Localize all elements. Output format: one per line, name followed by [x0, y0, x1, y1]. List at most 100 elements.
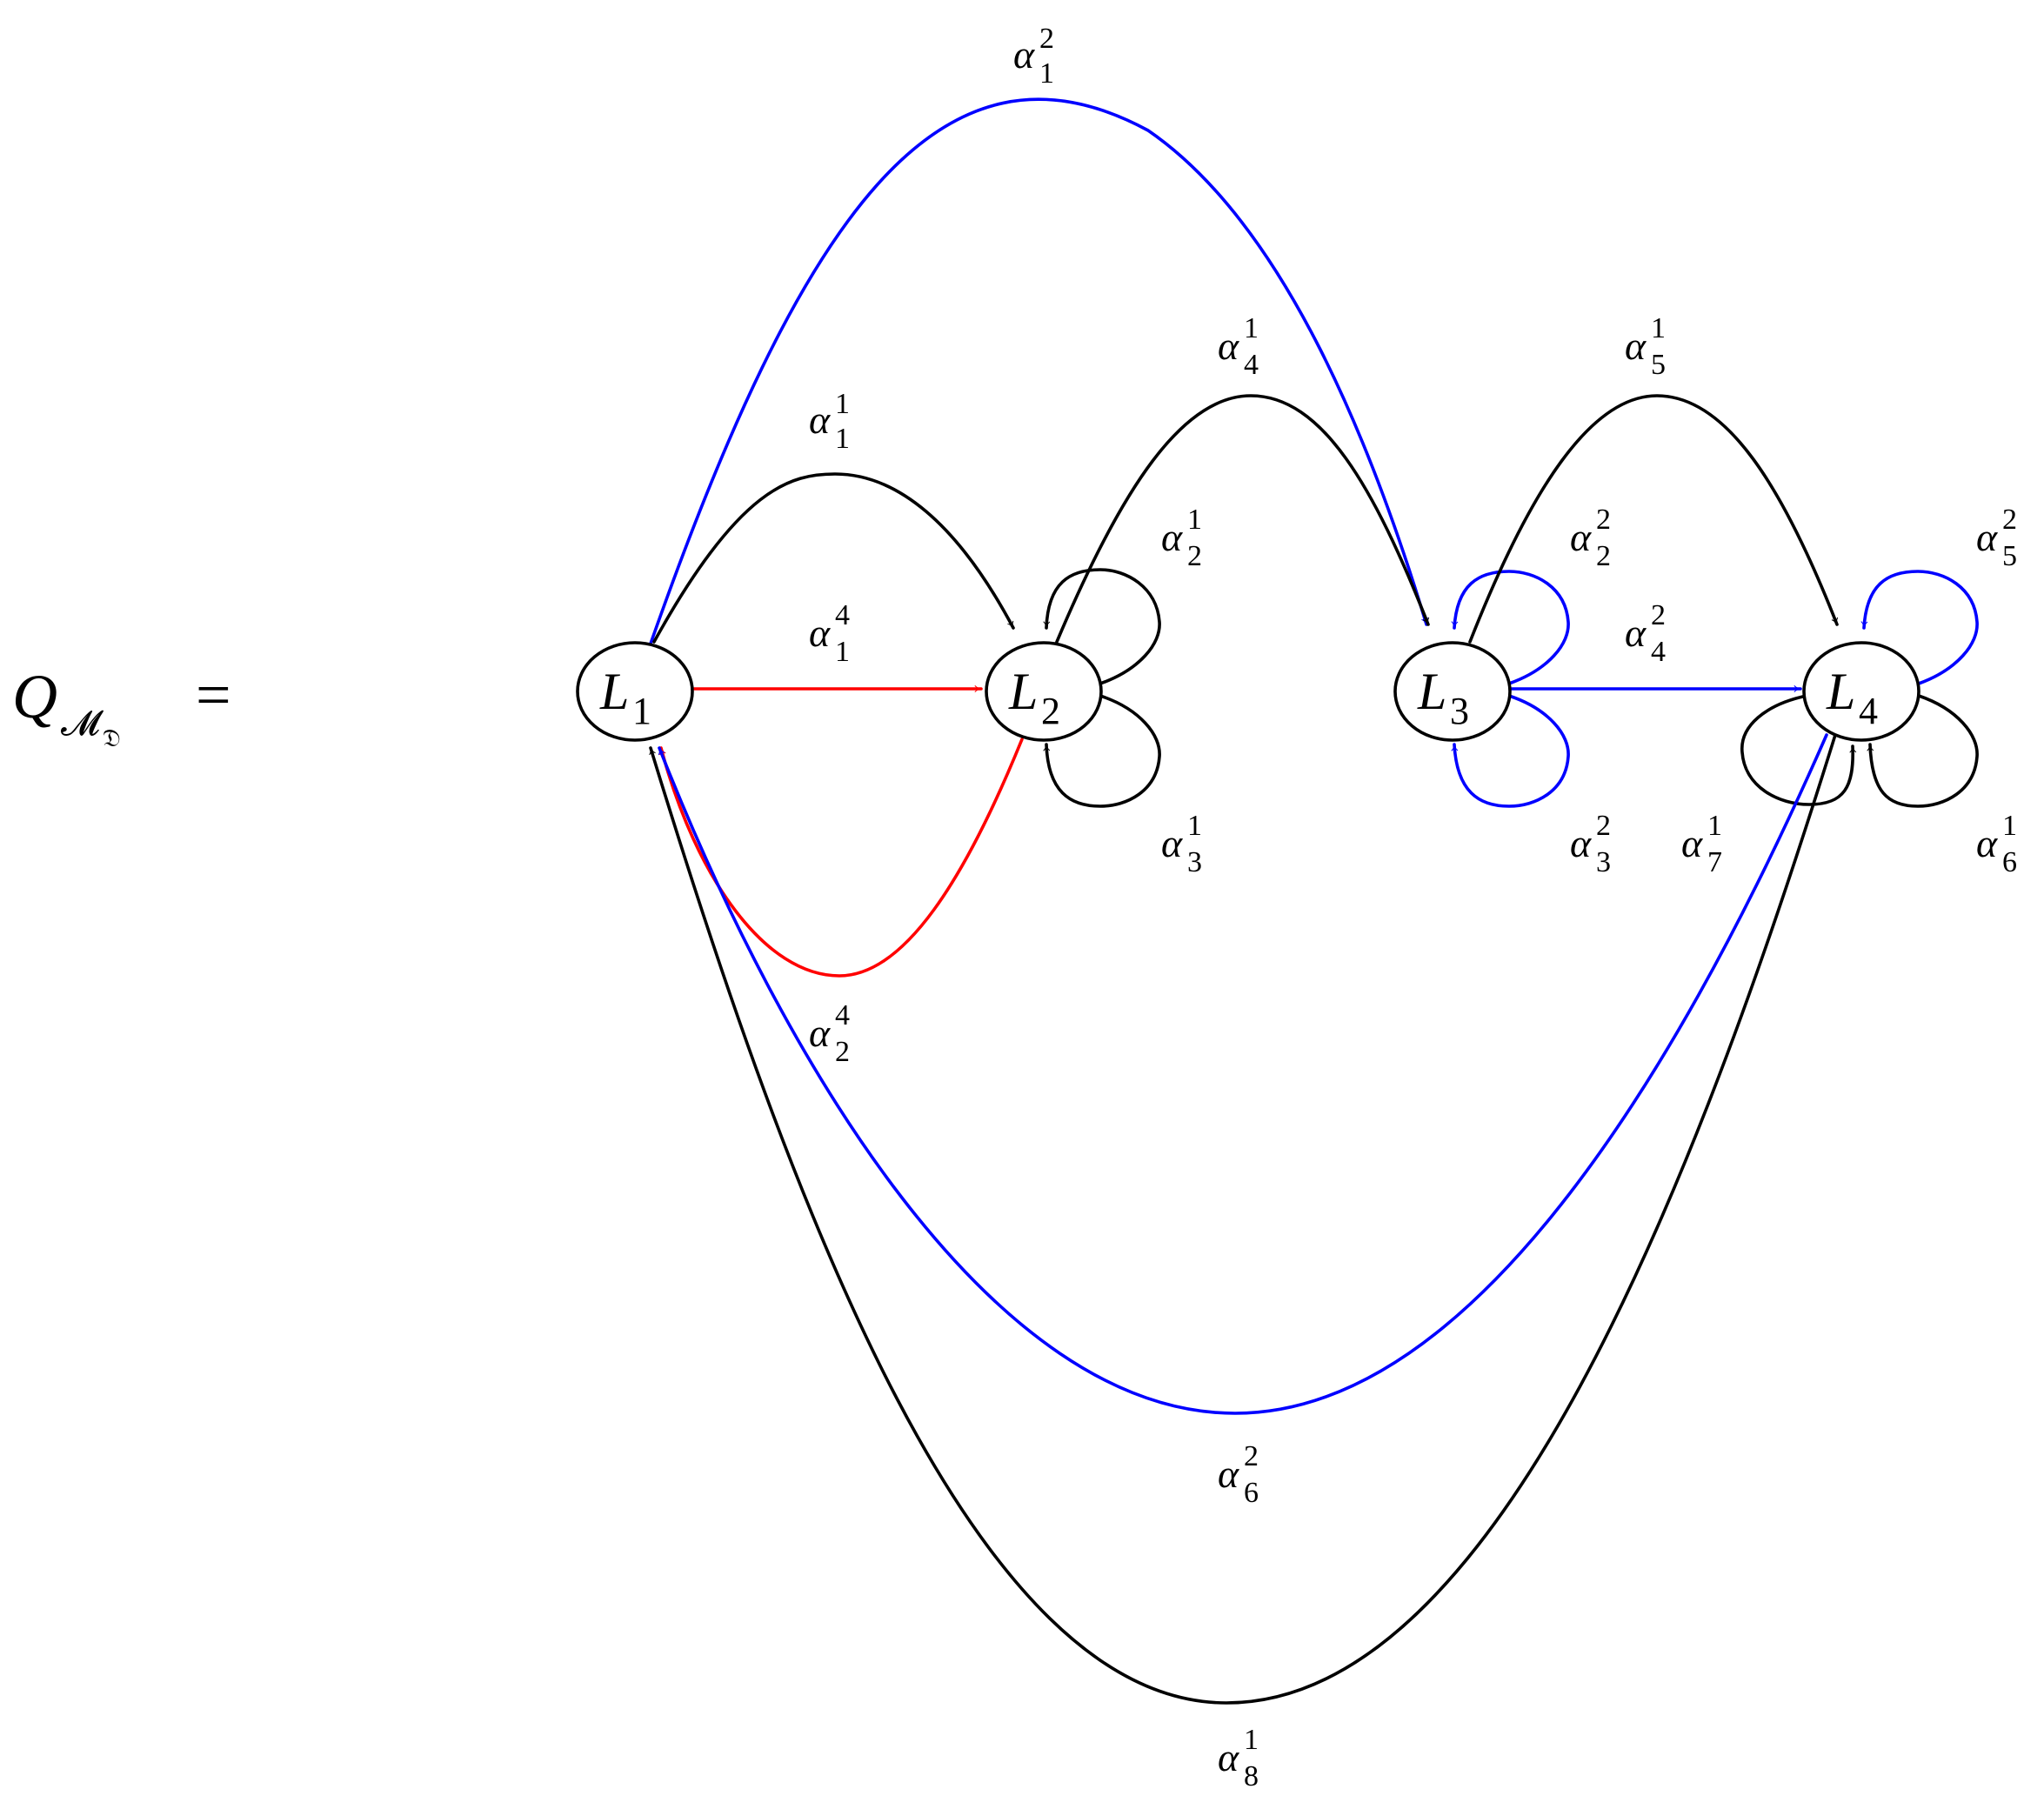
label-alpha-5-1-sup: 1: [1651, 312, 1666, 344]
label-alpha-6-2-sup: 2: [1244, 1440, 1259, 1472]
label-alpha-6-2-symbol: α: [1218, 1452, 1239, 1496]
edge-alpha-3-1: [1043, 694, 1161, 808]
node-L4-letter: L: [1826, 663, 1855, 720]
label-alpha-7-1-symbol: α: [1681, 821, 1703, 865]
quiver-equation: Q 𝓜 𝔇 =: [12, 660, 231, 752]
label-alpha-4-2-sub: 4: [1651, 636, 1666, 668]
equation-subscript-d: 𝔇: [103, 725, 121, 752]
label-alpha-3-2-symbol: α: [1570, 821, 1592, 865]
label-alpha-1-2: α 2 1: [1013, 23, 1054, 90]
label-alpha-3-2: α 2 3: [1570, 810, 1611, 878]
label-alpha-3-1: α 1 3: [1161, 810, 1202, 878]
label-alpha-3-2-sub: 3: [1596, 846, 1611, 878]
label-alpha-5-2: α 2 5: [1976, 504, 2017, 572]
label-alpha-6-1-sub: 6: [2002, 846, 2017, 878]
node-L2[interactable]: L 2: [985, 641, 1103, 742]
label-alpha-1-1-sub: 1: [835, 423, 850, 455]
label-alpha-4-2: α 2 4: [1625, 599, 1666, 668]
label-alpha-2-4-sup: 4: [835, 999, 850, 1031]
node-L2-letter: L: [1008, 663, 1038, 720]
edge-alpha-1-2: [649, 97, 1428, 645]
label-alpha-6-1-symbol: α: [1976, 821, 1998, 865]
edge-alpha-4-1: [1055, 394, 1430, 644]
label-alpha-2-4: α 4 2: [809, 999, 850, 1068]
label-alpha-2-1-symbol: α: [1161, 515, 1183, 559]
label-alpha-1-4-symbol: α: [809, 611, 831, 655]
label-alpha-1-1-symbol: α: [809, 397, 831, 442]
node-L4[interactable]: L 4: [1802, 641, 1920, 742]
label-alpha-4-1: α 1 4: [1218, 312, 1259, 381]
equation-q: Q: [12, 662, 57, 731]
label-alpha-1-4-sub: 1: [835, 636, 850, 668]
label-alpha-8-1: α 1 8: [1218, 1724, 1259, 1792]
edge-alpha-2-4: [658, 738, 1024, 978]
label-alpha-4-2-symbol: α: [1625, 611, 1647, 655]
equation-equals-sign: =: [196, 660, 231, 730]
label-alpha-3-1-sup: 1: [1187, 810, 1202, 842]
label-alpha-1-1: α 1 1: [809, 388, 850, 455]
label-alpha-4-1-symbol: α: [1218, 324, 1239, 368]
node-L3-shape: [1393, 641, 1512, 742]
label-alpha-2-1-sup: 1: [1187, 504, 1202, 536]
label-alpha-7-1: α 1 7: [1681, 810, 1722, 878]
edges: [649, 97, 1979, 1705]
edge-alpha-5-2: [1860, 570, 1979, 685]
label-alpha-1-4-sup: 4: [835, 599, 850, 631]
label-alpha-8-1-sub: 8: [1244, 1760, 1259, 1792]
label-alpha-1-2-sup: 2: [1039, 23, 1054, 55]
label-alpha-2-4-symbol: α: [809, 1011, 831, 1055]
node-L4-index: 4: [1859, 690, 1878, 732]
edge-alpha-3-2: [1451, 694, 1570, 808]
label-alpha-5-2-symbol: α: [1976, 515, 1998, 559]
label-alpha-6-2: α 2 6: [1218, 1440, 1259, 1509]
label-alpha-7-1-sub: 7: [1707, 846, 1722, 878]
label-alpha-3-2-sup: 2: [1596, 810, 1611, 842]
node-L2-index: 2: [1041, 690, 1060, 732]
label-alpha-5-1: α 1 5: [1625, 312, 1666, 381]
node-L1-index: 1: [632, 690, 651, 732]
edge-alpha-8-1: [649, 733, 1837, 1705]
edge-alpha-6-2: [658, 733, 1828, 1415]
edge-alpha-6-1: [1867, 694, 1979, 808]
label-alpha-4-2-sup: 2: [1651, 599, 1666, 631]
node-L2-shape: [985, 641, 1103, 742]
label-alpha-2-1-sub: 2: [1187, 540, 1202, 572]
node-L1-letter: L: [599, 663, 629, 720]
label-alpha-1-2-sub: 1: [1039, 57, 1054, 90]
label-alpha-4-1-sub: 4: [1244, 349, 1259, 381]
edge-alpha-7-1: [1740, 694, 1857, 806]
label-alpha-2-4-sub: 2: [835, 1036, 850, 1068]
edge-labels: α 2 1 α 1 1 α 4 1 α 4 2 α 1 2 α 1 3: [809, 23, 2017, 1792]
edge-alpha-1-1: [652, 472, 1015, 644]
node-L1-shape: [576, 641, 694, 742]
label-alpha-7-1-sup: 1: [1707, 810, 1722, 842]
node-L3-letter: L: [1417, 663, 1446, 720]
label-alpha-5-1-symbol: α: [1625, 324, 1647, 368]
node-L3[interactable]: L 3: [1393, 641, 1512, 742]
label-alpha-2-2-sub: 2: [1596, 540, 1611, 572]
label-alpha-2-2-symbol: α: [1570, 515, 1592, 559]
edge-alpha-5-1: [1468, 394, 1839, 644]
label-alpha-5-2-sup: 2: [2002, 504, 2017, 536]
label-alpha-5-1-sub: 5: [1651, 349, 1666, 381]
label-alpha-6-2-sub: 6: [1244, 1477, 1259, 1509]
label-alpha-6-1: α 1 6: [1976, 810, 2017, 878]
edge-alpha-2-2: [1451, 570, 1570, 685]
label-alpha-2-2-sup: 2: [1596, 504, 1611, 536]
label-alpha-2-1: α 1 2: [1161, 504, 1202, 572]
label-alpha-8-1-symbol: α: [1218, 1735, 1239, 1779]
label-alpha-2-2: α 2 2: [1570, 504, 1611, 572]
edge-alpha-2-1: [1043, 568, 1161, 685]
label-alpha-1-1-sup: 1: [835, 388, 850, 420]
equation-subscript-m: 𝓜: [61, 704, 104, 743]
label-alpha-1-4: α 4 1: [809, 599, 850, 668]
node-L1[interactable]: L 1: [576, 641, 694, 742]
label-alpha-3-1-sub: 3: [1187, 846, 1202, 878]
node-L3-index: 3: [1450, 690, 1469, 732]
label-alpha-4-1-sup: 1: [1244, 312, 1259, 344]
label-alpha-6-1-sup: 1: [2002, 810, 2017, 842]
node-L4-shape: [1802, 641, 1920, 742]
label-alpha-8-1-sup: 1: [1244, 1724, 1259, 1756]
label-alpha-5-2-sub: 5: [2002, 540, 2017, 572]
